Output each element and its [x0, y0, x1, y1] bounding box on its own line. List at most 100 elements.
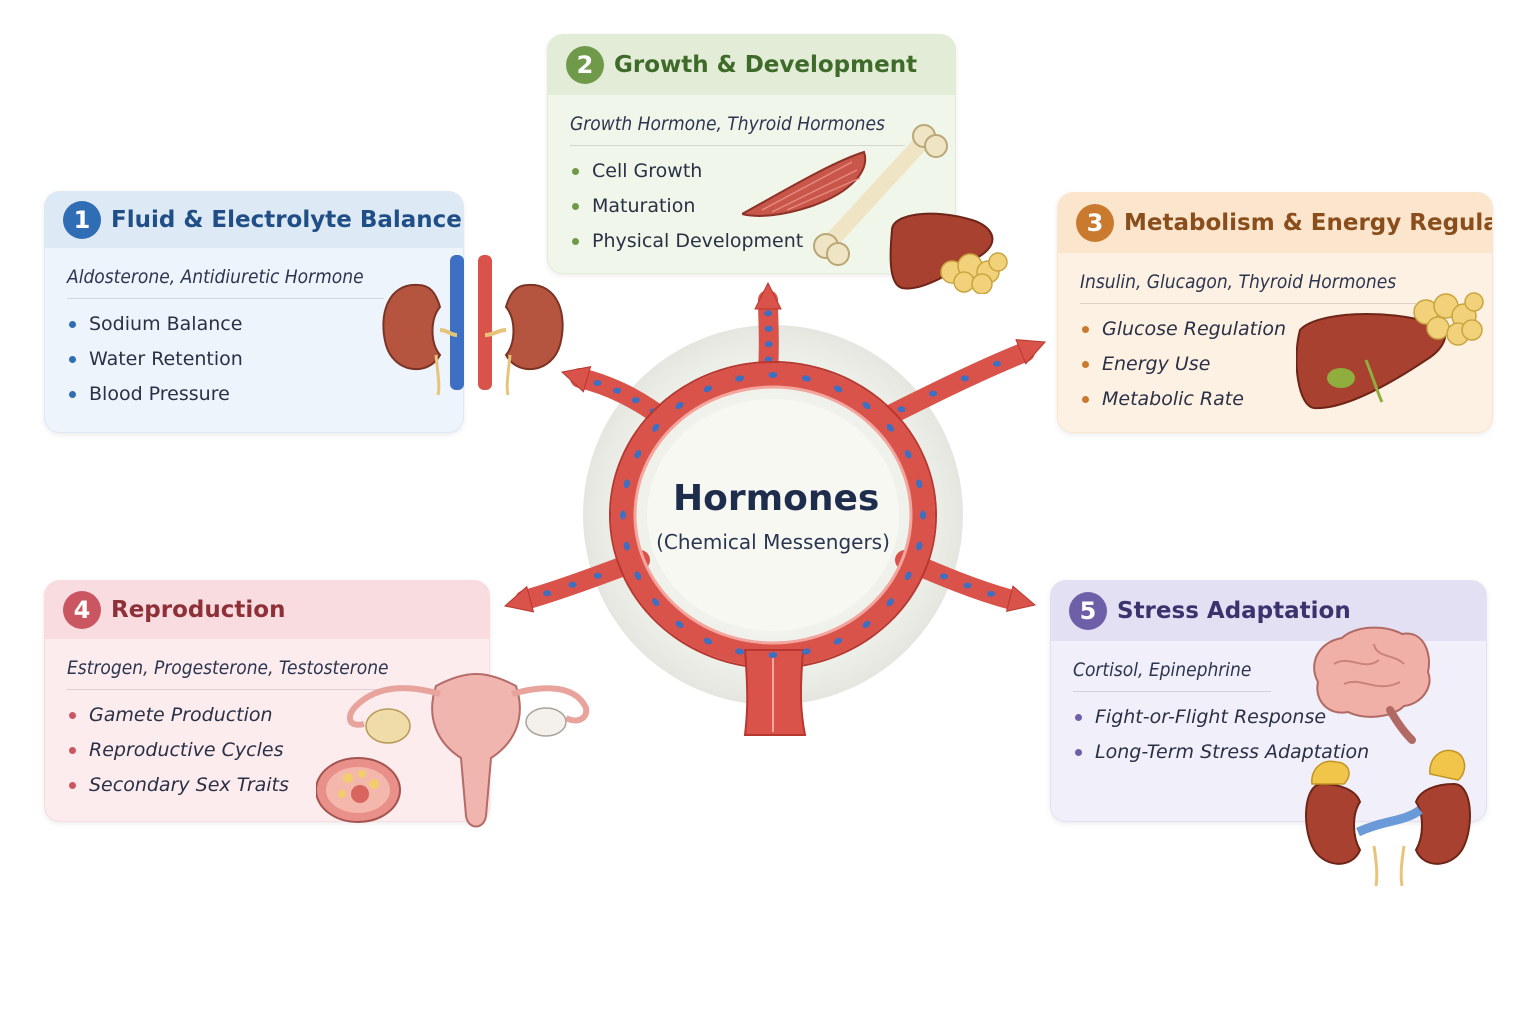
card-number-badge: 3 [1076, 204, 1114, 242]
vessel-dot [833, 637, 843, 645]
vessel-dot [568, 581, 577, 588]
vessel-dot [768, 652, 778, 658]
vessel-dot [886, 423, 894, 432]
arrow-to-fluid-head [560, 366, 592, 393]
card-body: Cortisol, Epinephrine Fight-or-Flight Re… [1051, 641, 1486, 763]
card-title: Reproduction [111, 597, 286, 623]
arrow-to-growth-head [754, 281, 782, 310]
arrow-to-stress-head [1005, 585, 1037, 612]
card-hormones: Growth Hormone, Thyroid Hormones [570, 113, 905, 146]
card-hormones: Aldosterone, Antidiuretic Hormone [67, 266, 384, 299]
card-hormones: Estrogen, Progesterone, Testosterone [67, 657, 409, 690]
kidneys-icon [382, 255, 564, 395]
vessel-dot [929, 390, 938, 397]
vessel-dot [620, 510, 626, 520]
muscle-bone-liver-icon [742, 124, 1008, 294]
vessel-dot [904, 571, 912, 581]
list-item: Fight-or-Flight Response [1075, 706, 1486, 728]
card-metabolism-energy: 3 Metabolism & Energy Regulation Insulin… [1057, 192, 1493, 433]
list-item: Physical Development [572, 230, 955, 252]
vessel-dot [652, 423, 660, 432]
uterus-ovaries-icon [316, 673, 590, 828]
vessel-dot [916, 541, 923, 551]
vessel-dot [675, 401, 684, 410]
list-item: Secondary Sex Traits [69, 774, 489, 796]
vessel-ring-inner [633, 385, 913, 645]
vessel-dot [764, 341, 773, 348]
list-item: Reproductive Cycles [69, 739, 489, 761]
card-title: Growth & Development [614, 52, 918, 78]
list-item: Long-Term Stress Adaptation [1075, 741, 1486, 763]
vessel-dot [768, 372, 778, 378]
vessel-dot [939, 573, 948, 580]
vessel-dot [862, 401, 871, 410]
vessel-dot [992, 360, 1001, 367]
vessel-dot [764, 310, 773, 317]
list-item: Metabolic Rate [1082, 388, 1492, 410]
vessel-dot [764, 356, 773, 363]
brain-adrenal-icon [1305, 626, 1471, 886]
center-title: Hormones [673, 478, 880, 519]
list-item: Sodium Balance [69, 313, 463, 335]
card-items: Sodium Balance Water Retention Blood Pre… [45, 313, 463, 405]
vessel-dot [920, 510, 926, 520]
vessel-dot [652, 598, 660, 607]
card-stress-adaptation: 5 Stress Adaptation Cortisol, Epinephrin… [1050, 580, 1487, 822]
card-hormones: Insulin, Glucagon, Thyroid Hormones [1080, 271, 1417, 304]
list-item: Water Retention [69, 348, 463, 370]
vessel-dot [960, 375, 969, 382]
vessel-dot [735, 375, 745, 382]
vessel-dot [801, 375, 811, 382]
arrow-to-metabolism-head [1015, 339, 1047, 365]
list-item: Energy Use [1082, 353, 1492, 375]
card-body: Growth Hormone, Thyroid Hormones Cell Gr… [548, 95, 955, 252]
vessel-dot [904, 449, 912, 459]
card-header: 5 Stress Adaptation [1051, 581, 1486, 641]
card-items: Gamete Production Reproductive Cycles Se… [45, 704, 489, 796]
vessel-dot [675, 620, 684, 629]
vessel-dot [735, 648, 745, 655]
card-header: 3 Metabolism & Energy Regulation [1058, 193, 1492, 253]
arrow-to-metabolism [870, 342, 1035, 430]
list-item: Cell Growth [572, 160, 955, 182]
vessel-dot [623, 541, 630, 551]
vessel-dot [543, 590, 552, 597]
list-item: Maturation [572, 195, 955, 217]
vessel-dot [634, 571, 642, 581]
vessel-dot [897, 406, 906, 413]
vessel-dot [634, 449, 642, 459]
vessel-dot [987, 590, 996, 597]
vessel-dot [613, 387, 622, 394]
vessel-dot [764, 325, 773, 332]
card-title: Metabolism & Energy Regulation [1124, 210, 1492, 236]
liver-pancreas-icon [1296, 292, 1484, 410]
card-body: Estrogen, Progesterone, Testosterone Gam… [45, 639, 489, 796]
card-body: Aldosterone, Antidiuretic Hormone Sodium… [45, 248, 463, 405]
list-item: Gamete Production [69, 704, 489, 726]
vessel-dot [623, 479, 630, 489]
vessel-dot [703, 637, 713, 645]
center-subtitle: (Chemical Messengers) [656, 530, 890, 554]
card-number-badge: 4 [63, 591, 101, 629]
card-number-badge: 5 [1069, 592, 1107, 630]
card-growth-development: 2 Growth & Development Growth Hormone, T… [547, 34, 956, 274]
vessel-dot [963, 582, 972, 589]
vessel-stem [743, 649, 807, 736]
vessel-dot [593, 572, 602, 579]
center-core [647, 399, 899, 631]
vessel-dot [833, 385, 843, 393]
vessel-dot [631, 397, 640, 404]
vessel-dot [593, 379, 602, 386]
card-hormones: Cortisol, Epinephrine [1073, 659, 1272, 692]
vessel-dot [801, 648, 811, 655]
card-title: Stress Adaptation [1117, 598, 1351, 624]
card-header: 2 Growth & Development [548, 35, 955, 95]
vessel-dot [916, 479, 923, 489]
vessel-dot [862, 620, 871, 629]
card-header: 1 Fluid & Electrolyte Balance [45, 192, 463, 248]
card-items: Glucose Regulation Energy Use Metabolic … [1058, 318, 1492, 410]
card-number-badge: 1 [63, 201, 101, 239]
vessel-dot [886, 598, 894, 607]
card-header: 4 Reproduction [45, 581, 489, 639]
card-items: Cell Growth Maturation Physical Developm… [548, 160, 955, 252]
